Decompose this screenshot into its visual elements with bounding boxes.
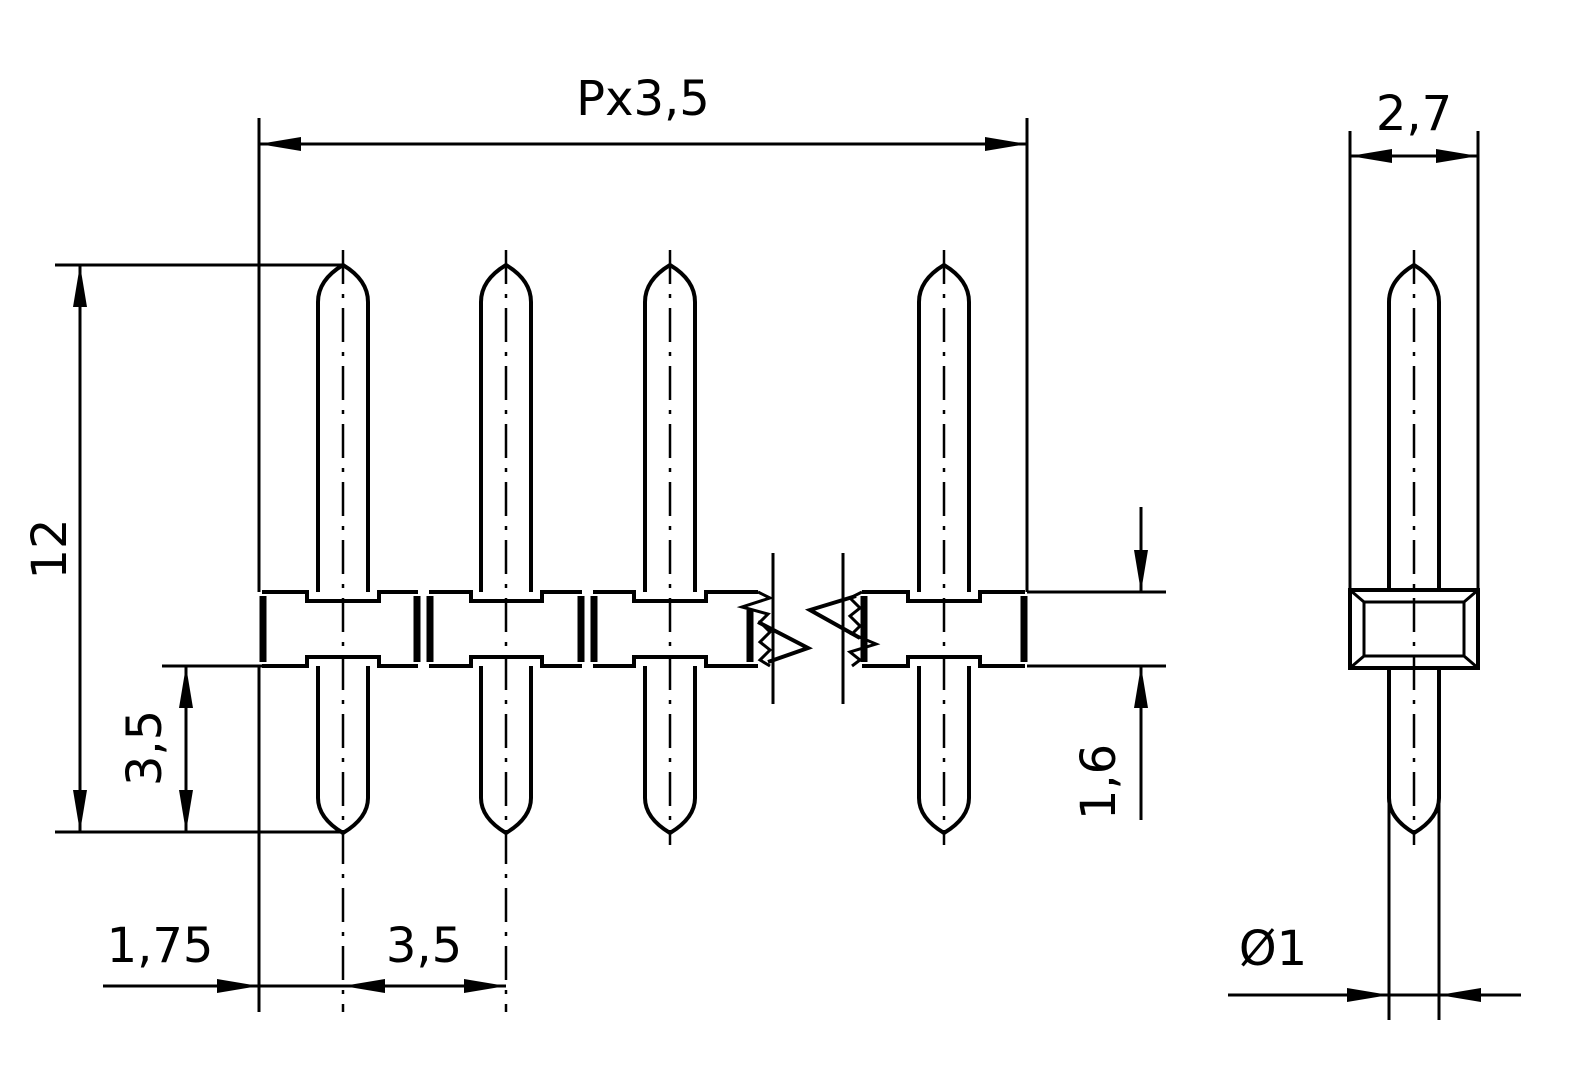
label-total-length: Px3,5 xyxy=(576,71,710,127)
dim-pin-length xyxy=(55,263,343,834)
pin-2 xyxy=(479,250,533,1012)
label-edge-offset: 1,75 xyxy=(107,918,214,974)
body-segment-3 xyxy=(590,553,814,704)
label-pin-diameter: Ø1 xyxy=(1239,921,1307,977)
label-lower-pin: 3,5 xyxy=(117,710,173,786)
dim-lower-pin xyxy=(162,664,262,832)
label-depth: 2,7 xyxy=(1376,86,1452,142)
dim-total-length xyxy=(257,118,1029,592)
front-view xyxy=(259,250,1028,1012)
dim-depth xyxy=(1348,131,1480,590)
label-pin-length: 12 xyxy=(22,518,78,579)
pin-3 xyxy=(643,250,697,845)
side-view xyxy=(1348,250,1480,845)
label-pitch: 3,5 xyxy=(386,918,462,974)
body-segment-last xyxy=(804,553,1028,704)
pin-n xyxy=(917,250,971,845)
body-segment-2 xyxy=(426,590,585,668)
dim-pin-diameter xyxy=(1228,666,1521,1020)
pin-1 xyxy=(316,250,370,1012)
body-segment-1 xyxy=(259,590,421,668)
dim-body-height xyxy=(1027,507,1166,820)
dim-edge-pitch xyxy=(103,666,506,1012)
label-body-height: 1,6 xyxy=(1071,744,1127,820)
